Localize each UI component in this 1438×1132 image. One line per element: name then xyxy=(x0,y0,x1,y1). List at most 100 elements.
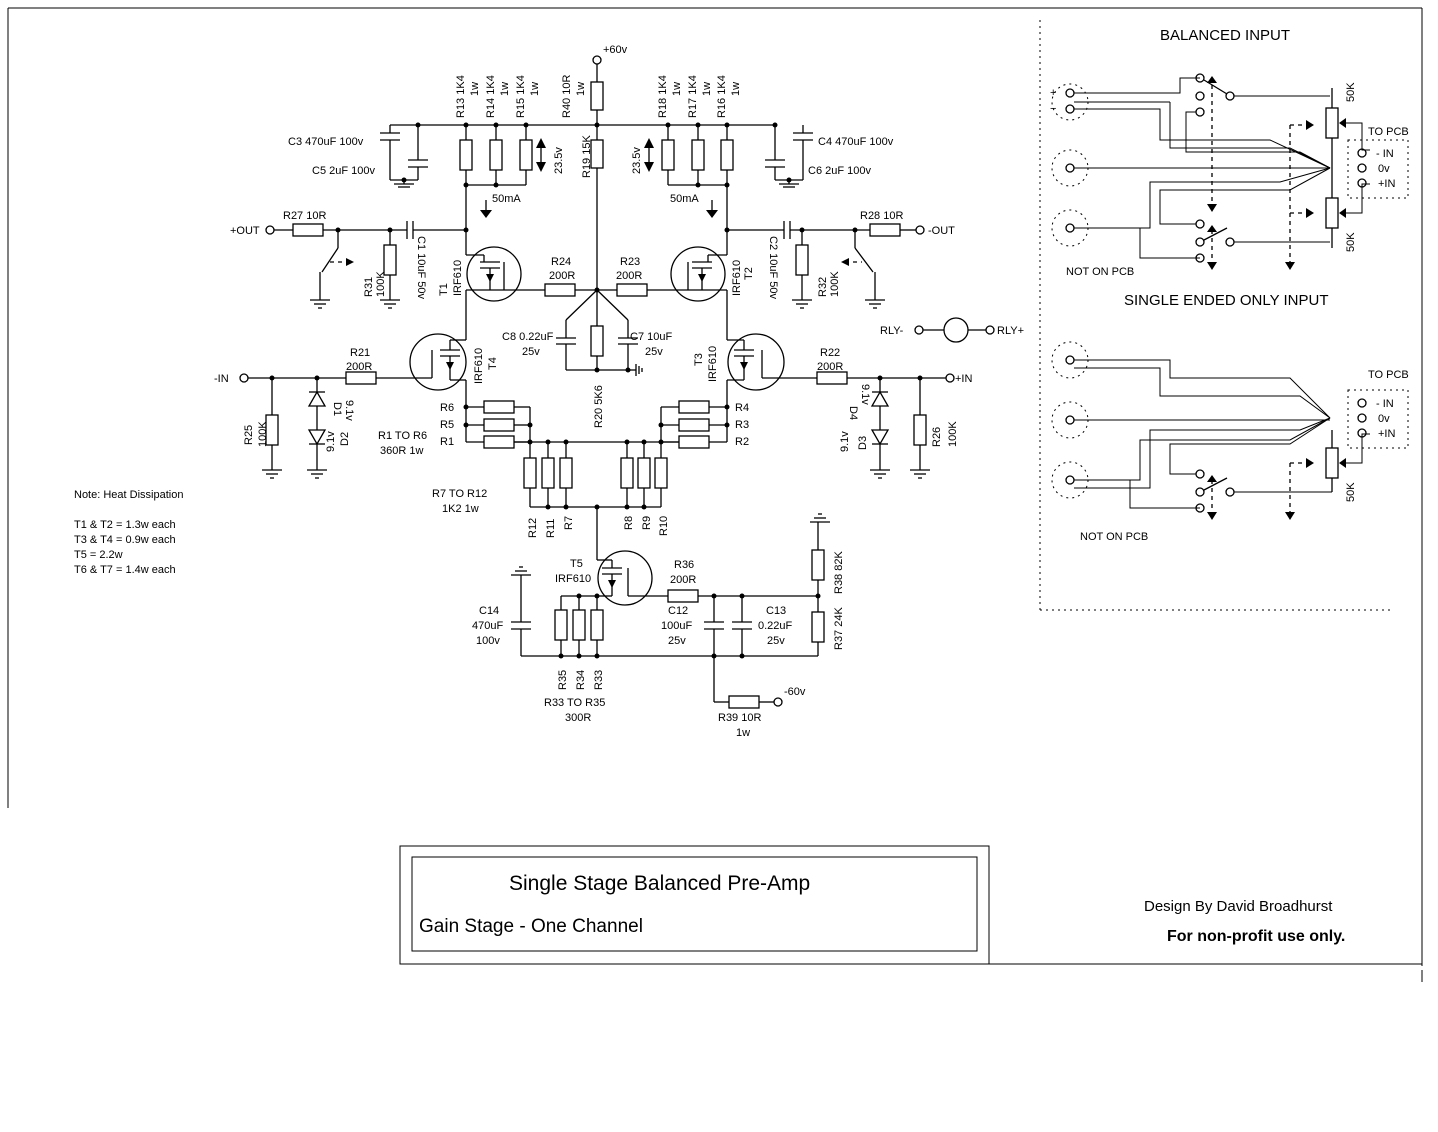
in-neg-terminal xyxy=(239,373,249,383)
svg-text:IRF610: IRF610 xyxy=(473,348,485,384)
pot-bottom xyxy=(1325,197,1339,229)
svg-text:+IN: +IN xyxy=(1378,428,1395,440)
svg-text:R32: R32 xyxy=(817,277,829,297)
svg-text:50K: 50K xyxy=(1345,482,1357,502)
svg-text:RLY+: RLY+ xyxy=(997,325,1024,337)
resistor-r34 xyxy=(572,609,586,641)
resistor-r37 xyxy=(811,611,825,643)
svg-text:R16 1K4: R16 1K4 xyxy=(716,75,728,118)
svg-text:+IN: +IN xyxy=(955,373,972,385)
svg-text:R23: R23 xyxy=(620,256,640,268)
resistor-r1 xyxy=(483,435,515,449)
svg-text:RLY-: RLY- xyxy=(880,325,904,337)
balanced-input-title: BALANCED INPUT xyxy=(1160,27,1290,44)
right-decoupling: C4 470uF 100v C6 2uF 100v xyxy=(765,122,894,188)
resistor-r24 xyxy=(544,283,576,297)
svg-text:IRF610: IRF610 xyxy=(555,573,591,585)
subtitle-text: Gain Stage - One Channel xyxy=(419,916,643,937)
resistor-r28 xyxy=(869,223,901,237)
svg-text:R26: R26 xyxy=(931,427,943,447)
svg-text:R1: R1 xyxy=(440,436,454,448)
resistor-r2 xyxy=(678,435,710,449)
output-negative: -OUT R28 10R C2 10uF 50v R32 100K xyxy=(724,210,955,309)
svg-text:R14 1K4: R14 1K4 xyxy=(485,75,497,118)
svg-text:9.1v: 9.1v xyxy=(343,400,355,421)
svg-text:TO PCB: TO PCB xyxy=(1368,126,1409,138)
svg-text:R17 1K4: R17 1K4 xyxy=(687,75,699,118)
svg-text:200R: 200R xyxy=(549,270,575,282)
tail-resistors: R12 R11 R7 R8 R9 R10 R7 TO R12 1K2 1w xyxy=(432,439,679,561)
svg-text:−: − xyxy=(1050,103,1056,115)
svg-text:25v: 25v xyxy=(668,635,686,647)
resistor-r7 xyxy=(559,457,573,489)
svg-text:1w: 1w xyxy=(529,82,541,96)
svg-text:25v: 25v xyxy=(767,635,785,647)
left-decoupling: C3 470uF 100v C5 2uF 100v xyxy=(288,122,428,188)
svg-text:R22: R22 xyxy=(820,347,840,359)
right-drain-load: R18 1K4 R17 1K4 R16 1K4 1w 1w 1w 23.5v 5… xyxy=(631,75,742,255)
relay-terminals: RLY- RLY+ xyxy=(880,317,1024,343)
svg-text:C2 10uF 50v: C2 10uF 50v xyxy=(767,236,779,299)
input-negative: -IN R21 200R R25 100K D1 9.1v 9.1v D2 xyxy=(214,347,377,479)
svg-text:23.5v: 23.5v xyxy=(553,147,565,174)
resistor-r39 xyxy=(728,695,760,709)
output-positive: +OUT R27 10R C1 10uF 50v R31 100K xyxy=(230,210,469,309)
svg-text:470uF: 470uF xyxy=(472,620,503,632)
svg-text:R36: R36 xyxy=(674,559,694,571)
negative-rail-terminal xyxy=(773,697,783,707)
svg-text:R6: R6 xyxy=(440,402,454,414)
svg-text:TO PCB: TO PCB xyxy=(1368,369,1409,381)
svg-text:1w: 1w xyxy=(469,82,481,96)
resistor-r5 xyxy=(483,418,515,432)
resistor-r32 xyxy=(795,244,809,276)
svg-text:T3: T3 xyxy=(693,353,705,366)
svg-text:50K: 50K xyxy=(1345,232,1357,252)
resistor-r10 xyxy=(654,457,668,489)
resistor-r26 xyxy=(913,414,927,446)
svg-text:100K: 100K xyxy=(829,271,841,297)
t5-source-network: R35 R34 R33 R33 TO R35 300R C14 470uF 10… xyxy=(472,566,818,724)
resistor-r8 xyxy=(620,457,634,489)
svg-text:C6 2uF 100v: C6 2uF 100v xyxy=(808,165,871,177)
svg-text:R39 10R: R39 10R xyxy=(718,712,761,724)
resistor-r16 xyxy=(720,139,734,171)
source-network: R24 200R R23 200R C8 0.22uF 25v C7 10uF … xyxy=(502,256,672,428)
svg-text:+: + xyxy=(1050,87,1056,99)
svg-text:- IN: - IN xyxy=(1376,398,1394,410)
svg-text:9.1v: 9.1v xyxy=(325,431,337,452)
resistor-r23 xyxy=(616,283,648,297)
input-positive: R22 200R +IN R26 100K D4 9.1v 9.1v D3 xyxy=(816,347,972,479)
transistor-t3: T3 IRF610 xyxy=(693,333,817,407)
svg-text:0v: 0v xyxy=(1378,413,1390,425)
svg-text:9.1v: 9.1v xyxy=(859,384,871,405)
svg-text:C5 2uF 100v: C5 2uF 100v xyxy=(312,165,375,177)
note-heading: Note: Heat Dissipation xyxy=(74,489,183,501)
svg-text:D4: D4 xyxy=(847,406,859,420)
svg-text:200R: 200R xyxy=(670,574,696,586)
svg-text:C8 0.22uF: C8 0.22uF xyxy=(502,331,554,343)
svg-text:-60v: -60v xyxy=(784,686,806,698)
svg-text:IRF610: IRF610 xyxy=(731,260,743,296)
svg-text:NOT ON PCB: NOT ON PCB xyxy=(1066,266,1134,278)
svg-text:-OUT: -OUT xyxy=(928,225,955,237)
svg-text:100uF: 100uF xyxy=(661,620,692,632)
svg-text:C3 470uF 100v: C3 470uF 100v xyxy=(288,136,364,148)
svg-text:R33: R33 xyxy=(593,670,605,690)
note-line: T3 & T4 = 0.9w each xyxy=(74,534,176,546)
svg-text:200R: 200R xyxy=(817,361,843,373)
resistor-r18 xyxy=(661,139,675,171)
resistor-r3 xyxy=(678,418,710,432)
svg-text:R38 82K: R38 82K xyxy=(833,551,845,594)
resistor-r11 xyxy=(541,457,555,489)
transistor-t4: IRF610 T4 xyxy=(376,333,499,407)
title-text: Single Stage Balanced Pre-Amp xyxy=(509,872,810,895)
svg-text:R37 24K: R37 24K xyxy=(833,607,845,650)
pot-top xyxy=(1325,107,1339,139)
note-line: T1 & T2 = 1.3w each xyxy=(74,519,176,531)
svg-text:R7 TO R12: R7 TO R12 xyxy=(432,488,487,500)
svg-text:R7: R7 xyxy=(563,516,575,530)
svg-text:C14: C14 xyxy=(479,605,499,617)
license-text: For non-profit use only. xyxy=(1167,928,1345,945)
svg-text:100K: 100K xyxy=(947,421,959,447)
svg-text:R15 1K4: R15 1K4 xyxy=(515,75,527,118)
